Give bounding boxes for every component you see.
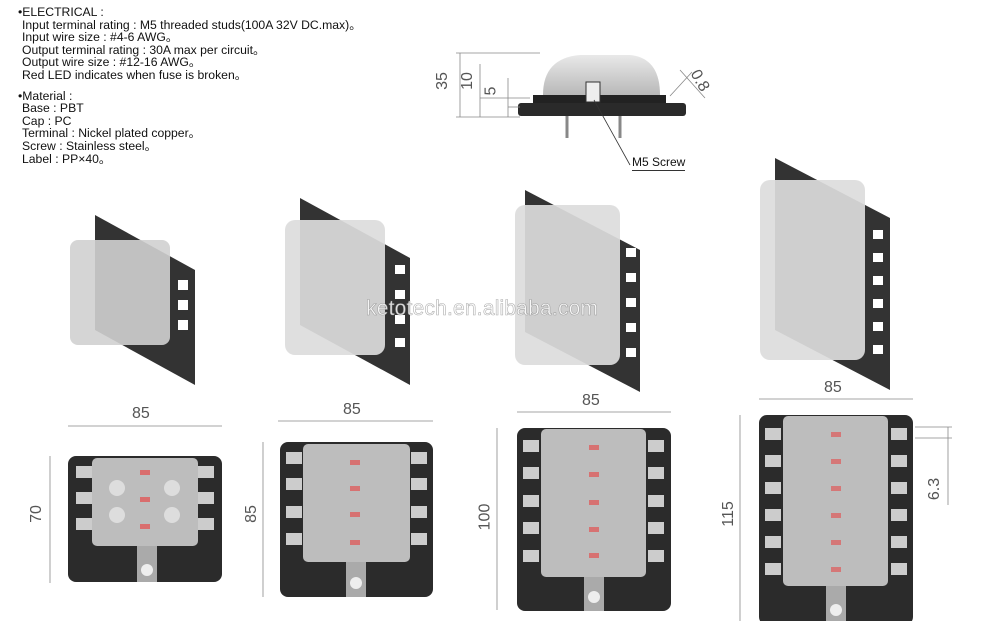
- spec-line: Label : PP×40。: [22, 151, 112, 166]
- front-view-6-way: [49, 425, 222, 583]
- material-spec: •Material : Base : PBT Cap : PC Terminal…: [18, 89, 361, 166]
- spec-line: Terminal : Nickel plated copper。: [22, 126, 201, 141]
- electrical-spec: •ELECTRICAL : Input terminal rating : M5…: [18, 6, 362, 82]
- perspective-6-way: [70, 215, 195, 385]
- m5-screw-callout: M5 Screw: [632, 155, 686, 171]
- perspective-10-way: [515, 190, 640, 392]
- spec-line: Input terminal rating : M5 threaded stud…: [22, 17, 362, 32]
- electrical-heading: •ELECTRICAL :: [18, 5, 104, 19]
- spec-line: Red LED indicates when fuse is broken。: [22, 67, 247, 82]
- perspective-8-way: [285, 198, 410, 385]
- side-view: [456, 52, 706, 166]
- spec-text: •ELECTRICAL : Input terminal rating : M5…: [18, 6, 362, 170]
- dim-terminal-pitch: 6.3: [926, 477, 944, 501]
- material-heading: •Material :: [18, 88, 73, 103]
- spec-line: Output terminal rating : 30A max per cir…: [22, 42, 266, 57]
- perspective-views: [70, 158, 890, 392]
- spec-line: Cap : PC: [22, 113, 72, 128]
- dim-width-10: 85: [582, 392, 600, 409]
- perspective-12-way: [760, 158, 890, 390]
- dim-cap-height: 10: [458, 72, 476, 90]
- dim-height-10: 100: [476, 503, 494, 531]
- dim-base-height: 5: [482, 86, 500, 96]
- front-view-8-way: [262, 420, 433, 597]
- spec-line: Screw : Stainless steel。: [22, 138, 157, 153]
- front-view-10-way: [496, 411, 671, 611]
- dim-total-height: 35: [433, 72, 451, 90]
- dim-width-12: 85: [824, 379, 842, 396]
- spec-line: Input wire size : #4-6 AWG。: [22, 30, 179, 45]
- front-view-12-way: [739, 398, 952, 621]
- dim-height-6: 70: [27, 505, 45, 523]
- spec-line: Output wire size : #12-16 AWG。: [22, 55, 202, 70]
- dim-height-8: 85: [242, 505, 260, 523]
- watermark: ketotech.en.alibaba.com: [366, 297, 599, 321]
- dim-width-6: 85: [132, 405, 150, 422]
- dim-width-8: 85: [343, 401, 361, 418]
- spec-line: Base : PBT: [22, 101, 84, 116]
- dim-height-12: 115: [719, 501, 737, 527]
